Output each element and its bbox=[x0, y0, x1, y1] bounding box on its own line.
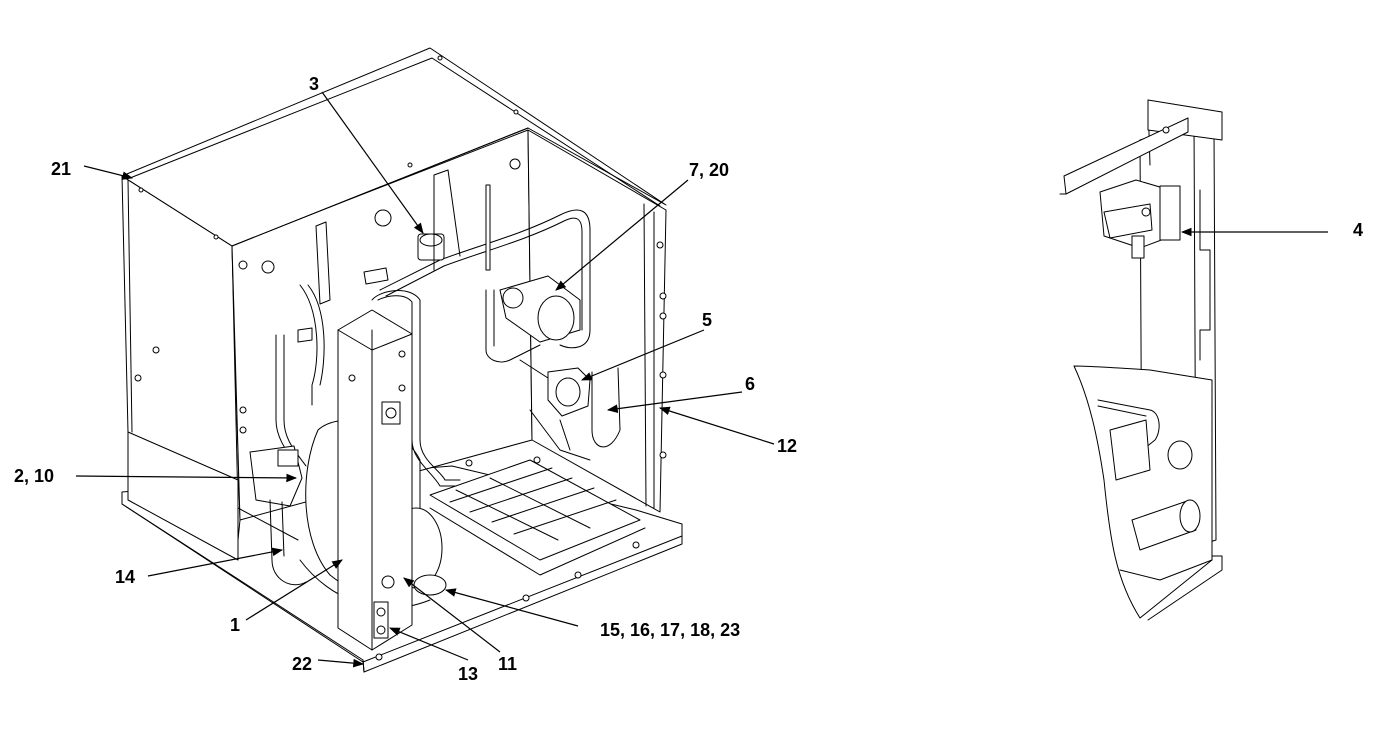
tube-fittings bbox=[297, 184, 491, 343]
callout-5: 5 bbox=[702, 310, 712, 330]
callout-12: 12 bbox=[777, 436, 797, 456]
callout-4: 4 bbox=[1353, 220, 1363, 240]
solenoid-valve bbox=[519, 359, 591, 451]
callout-6: 6 bbox=[745, 374, 755, 394]
callout-3: 3 bbox=[309, 74, 319, 94]
detail-view bbox=[1059, 99, 1223, 621]
callout-1: 1 bbox=[230, 615, 240, 635]
detail-cutaway bbox=[1073, 365, 1213, 619]
compressor-bracket bbox=[337, 309, 413, 651]
drain-tray bbox=[429, 459, 646, 576]
inner-divider bbox=[127, 431, 239, 561]
callout-14: 14 bbox=[115, 567, 135, 587]
detail-water-valve bbox=[1099, 126, 1181, 259]
callout-22: 22 bbox=[292, 654, 312, 674]
callout-13: 13 bbox=[458, 664, 478, 684]
main-assembly-view bbox=[121, 47, 683, 673]
right-side-panel bbox=[527, 129, 667, 513]
top-solenoid bbox=[417, 169, 461, 271]
callout-21: 21 bbox=[51, 159, 71, 179]
callout-7-20: 7, 20 bbox=[689, 160, 729, 180]
callout-11: 11 bbox=[498, 654, 517, 674]
expansion-valve bbox=[499, 275, 581, 343]
water-valve bbox=[249, 445, 307, 586]
detail-top-rail bbox=[1063, 117, 1189, 195]
panel-screws bbox=[134, 55, 667, 661]
callout-2-10: 2, 10 bbox=[14, 466, 54, 486]
callouts: 3 7, 20 21 5 6 12 2, 10 14 1 15, 16, 17,… bbox=[14, 74, 1363, 684]
callout-15-16-17-18-23: 15, 16, 17, 18, 23 bbox=[600, 620, 740, 640]
